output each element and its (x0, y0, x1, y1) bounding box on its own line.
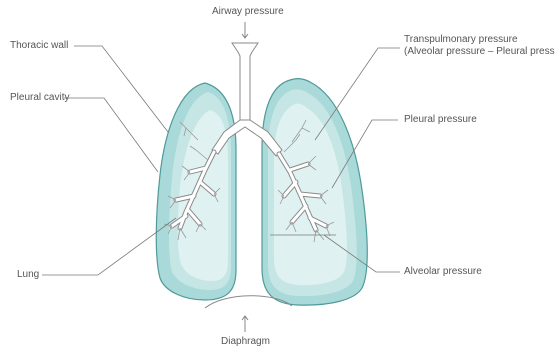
pleural-cavity-label: Pleural cavity (10, 92, 69, 104)
airway-pressure-label: Airway pressure (212, 6, 284, 18)
transpulmonary-line2: (Alveolar pressure – Pleural pressu (404, 46, 555, 58)
right-lung (262, 79, 367, 305)
trachea (232, 43, 258, 122)
transpulmonary-line1: Transpulmonary pressure (404, 34, 555, 46)
diaphragm-arrow (242, 316, 248, 332)
pleural-cavity-leader (64, 98, 158, 172)
thoracic-wall-leader (74, 46, 168, 132)
alveolar-pressure-label: Alveolar pressure (404, 266, 482, 278)
pleural-pressure-label: Pleural pressure (404, 114, 477, 126)
thoracic-wall-label: Thoracic wall (10, 40, 68, 52)
transpulmonary-pressure-label: Transpulmonary pressure (Alveolar pressu… (404, 34, 555, 58)
diaphragm-label: Diaphragm (221, 336, 270, 348)
airway-arrow (242, 22, 248, 38)
lung-label: Lung (17, 269, 39, 281)
